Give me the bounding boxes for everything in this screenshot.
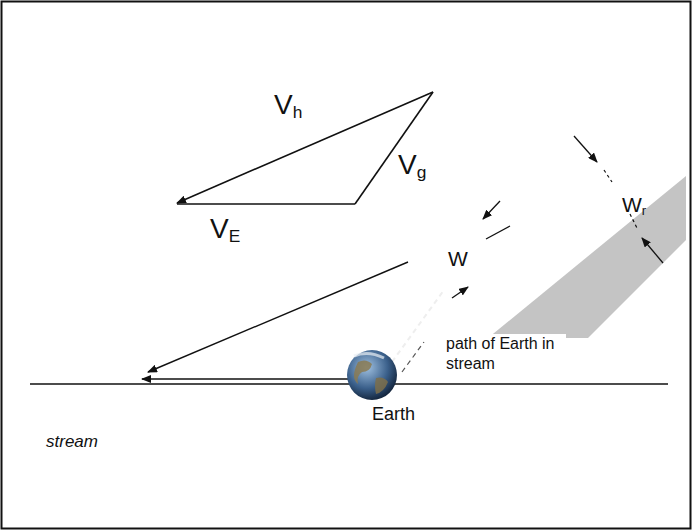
earth-globe: Earth <box>336 348 408 434</box>
velocity-label: Vh <box>274 90 302 122</box>
annotation-text: path of Earth in stream <box>444 334 566 374</box>
band-outline <box>28 208 492 460</box>
width-label: W <box>448 247 468 270</box>
velocity-label: Vg <box>398 150 426 182</box>
stream-band: stream <box>28 208 492 460</box>
body-label: Earth <box>372 404 415 425</box>
velocity-label: VE <box>210 214 240 246</box>
width-label: Wr <box>622 193 646 219</box>
band-label: stream <box>46 432 98 452</box>
